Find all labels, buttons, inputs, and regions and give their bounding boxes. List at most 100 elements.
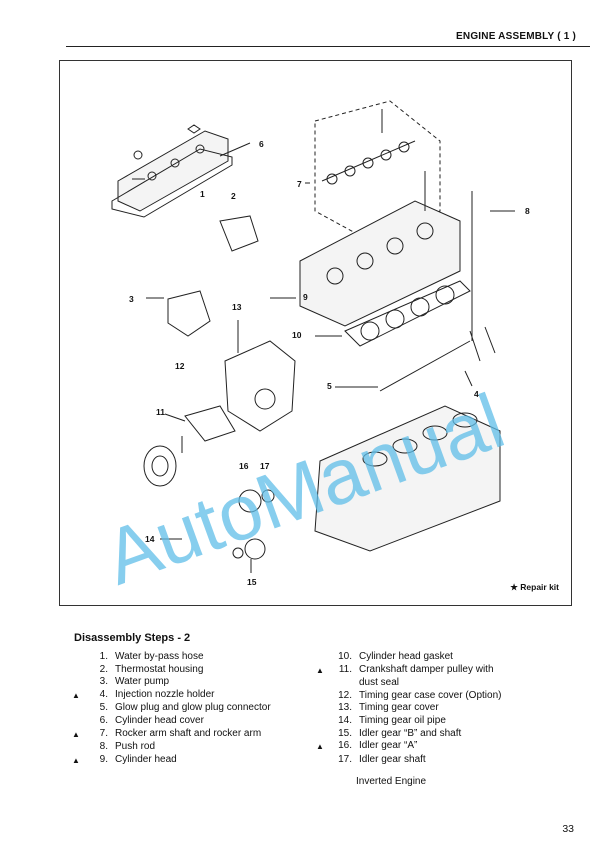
step-text: Thermostat housing [115, 663, 204, 675]
important-marker: ▲ [72, 755, 80, 765]
important-marker [316, 690, 334, 703]
step-number: 2. [99, 663, 108, 675]
callout-2: 2 [231, 191, 236, 201]
callout-3: 3 [129, 294, 134, 304]
step-text: Water by-pass hose [115, 651, 204, 662]
step-text: Idler gear “B” and shaft [359, 727, 462, 739]
step-item: 1. Water by-pass hose [72, 651, 322, 664]
step-number: 1. [99, 651, 108, 662]
step-number: 10. [338, 651, 352, 662]
step-number: 14. [338, 714, 352, 726]
important-marker [316, 677, 334, 690]
callout-5: 5 [327, 381, 332, 391]
step-item: dust seal [316, 677, 556, 690]
callout-8: 8 [525, 206, 530, 216]
step-text: dust seal [359, 677, 400, 689]
water-pump-drawing [167, 290, 211, 337]
header-rule [66, 46, 590, 47]
section-title: Disassembly Steps - 2 [74, 632, 191, 644]
callout-4: 4 [474, 389, 479, 399]
step-text: Timing gear oil pipe [359, 714, 446, 726]
step-number: 11. [338, 663, 352, 675]
step-number: 16. [338, 740, 352, 752]
step-item: ▲4.Injection nozzle holder [72, 689, 322, 703]
head-gasket-drawing [344, 280, 471, 347]
callout-16: 16 [239, 461, 249, 471]
callout-13: 13 [232, 302, 242, 312]
callout-15: 15 [247, 577, 257, 587]
step-number: 5. [99, 702, 108, 714]
steps-list-left: 1. Water by-pass hose 2. Thermostat housing… [72, 651, 322, 767]
callout-10: 10 [292, 330, 302, 340]
callout-12: 12 [175, 361, 185, 371]
step-item: ▲ 16. Idler gear “A” [316, 740, 556, 754]
step-text: Push rod [115, 741, 156, 753]
cylinder-head-cover-drawing [111, 124, 233, 218]
step-item: ▲ 11. Crankshaft damper pulley with [316, 664, 556, 678]
important-marker: ▲ [72, 690, 80, 700]
step-item: 15. Idler gear “B” and shaft [316, 728, 556, 741]
important-marker [316, 728, 334, 741]
step-number: 9. [99, 753, 108, 765]
cylinder-block-drawing [314, 405, 501, 552]
inverted-engine-note: Inverted Engine [356, 776, 427, 787]
step-text: Idler gear shaft [359, 753, 426, 765]
header-title: ENGINE ASSEMBLY ( 1 ) [456, 31, 576, 42]
important-marker [316, 754, 334, 767]
step-number: 3. [99, 676, 108, 688]
important-marker [72, 715, 90, 728]
step-number: 4. [99, 688, 108, 700]
important-marker: ▲ [72, 729, 80, 739]
steps-list-right: 10. Cylinder head gasket ▲ 11. Crankshaft da… [316, 651, 556, 766]
step-number: 6. [99, 714, 108, 726]
callout-6: 6 [259, 139, 264, 149]
callout-17: 17 [260, 461, 270, 471]
important-marker: ▲ [316, 665, 324, 675]
rocker-arm-shaft-drawing [314, 100, 441, 242]
damper-pulley-drawing [143, 445, 177, 487]
repair-kit-note: ★ Repair kit [510, 582, 559, 592]
important-marker [72, 702, 90, 715]
step-number: 8. [99, 741, 108, 753]
step-text: Cylinder head gasket [359, 651, 453, 662]
step-number: 17. [338, 753, 352, 765]
step-item: 10. Cylinder head gasket [316, 651, 556, 664]
cylinder-head-drawing [299, 171, 461, 327]
step-item: 3.Water pump [72, 676, 322, 689]
step-item: ▲7.Rocker arm shaft and rocker arm [72, 728, 322, 742]
step-item: ▲ 9. Cylinder head [72, 754, 322, 768]
step-item: 14. Timing gear oil pipe [316, 715, 556, 728]
exploded-view-figure: AutoManual 1 2 3 4 5 6 7 8 9 10 11 12 13… [59, 60, 572, 606]
step-number [334, 677, 352, 690]
callout-7: 7 [297, 179, 302, 189]
timing-gear-cover-drawing [224, 340, 296, 432]
step-item: 2. Thermostat housing [72, 664, 322, 677]
callout-14: 14 [145, 534, 155, 544]
important-marker [316, 651, 334, 664]
step-item: 8. Push rod [72, 741, 322, 754]
step-text: Idler gear “A” [359, 740, 418, 752]
step-item: 12. Timing gear case cover (Option) [316, 690, 556, 703]
step-text: Timing gear cover [359, 702, 439, 714]
important-marker [316, 702, 334, 715]
step-text: Crankshaft damper pulley with [359, 663, 494, 675]
step-text: Cylinder head [115, 753, 177, 765]
step-text: Timing gear case cover (Option) [359, 689, 502, 701]
step-item: 17. Idler gear shaft [316, 754, 556, 767]
step-text: Rocker arm shaft and rocker arm [115, 727, 262, 739]
step-text: Glow plug and glow plug connector [115, 702, 271, 714]
step-item: 5. Glow plug and glow plug connector [72, 702, 322, 715]
important-marker [72, 741, 90, 754]
step-text: Cylinder head cover [115, 714, 204, 726]
step-number: 13. [338, 702, 352, 714]
engine-exploded-drawing [111, 100, 515, 573]
page-number: 33 [562, 823, 574, 835]
step-number: 15. [338, 727, 352, 739]
callout-11: 11 [156, 407, 165, 417]
callout-1: 1 [200, 189, 205, 199]
important-marker: ▲ [316, 742, 324, 752]
important-marker [72, 676, 90, 689]
important-marker [72, 664, 90, 677]
step-number: 12. [338, 689, 352, 701]
step-item: 13. Timing gear cover [316, 702, 556, 715]
